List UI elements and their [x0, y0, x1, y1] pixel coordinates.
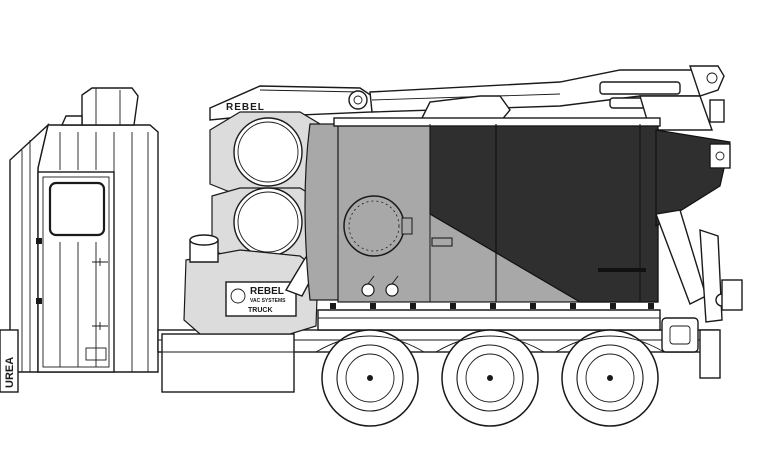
door-latch	[92, 258, 108, 266]
blower-sub-label: VAC SYSTEMS	[250, 298, 286, 304]
boom-pivot	[348, 90, 368, 110]
debris-tank	[304, 117, 661, 303]
filter-silencer-top	[209, 111, 321, 197]
tank-vent-strip	[598, 268, 646, 272]
door-hinge-middle	[36, 298, 42, 304]
filter-silencer-bottom	[211, 187, 321, 263]
drain-valves[interactable]	[361, 275, 399, 297]
urea-tank: UREA	[0, 329, 19, 393]
door-window	[48, 181, 106, 237]
blower-brand-label: REBEL	[250, 286, 284, 297]
door-latch-lower	[92, 322, 108, 330]
fender	[315, 335, 665, 353]
cab-door[interactable]	[36, 171, 115, 373]
boom-brand-label: REBEL	[226, 102, 265, 113]
rear-tank-door	[655, 129, 743, 379]
manway-hatch[interactable]	[343, 195, 413, 257]
wheel-rear	[561, 329, 659, 427]
blower-small-text: TRUCK	[248, 307, 273, 314]
urea-label: UREA	[4, 357, 16, 388]
wheel-middle	[441, 329, 539, 427]
rear-control-box[interactable]	[661, 317, 699, 353]
wheel-front	[321, 329, 419, 427]
door-hinge-top	[36, 238, 42, 244]
tank-placard	[431, 237, 453, 247]
